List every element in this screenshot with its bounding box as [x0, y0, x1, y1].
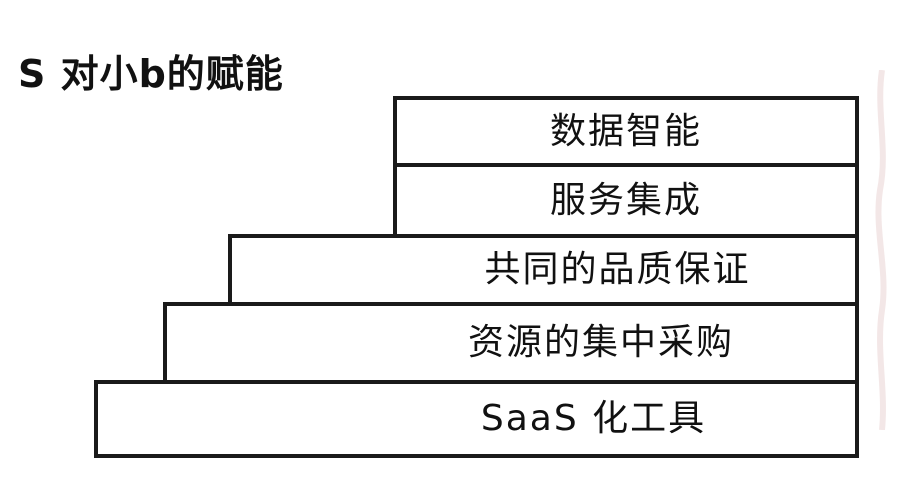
layer-label: SaaS 化工具	[480, 398, 707, 439]
decorative-edge-mark	[875, 70, 887, 430]
layer-label: 数据智能	[549, 110, 702, 152]
layer-service-integration: 服务集成	[393, 163, 859, 238]
layer-label: 共同的品质保证	[484, 249, 751, 290]
layer-saas-tools: SaaS 化工具	[94, 380, 859, 458]
layer-data-intelligence: 数据智能	[393, 96, 859, 167]
layer-label: 服务集成	[549, 179, 702, 221]
layer-centralized-procurement: 资源的集中采购	[163, 302, 859, 384]
layer-label: 资源的集中采购	[467, 322, 734, 363]
diagram-title: S 对小b的赋能	[18, 52, 284, 96]
layer-quality-assurance: 共同的品质保证	[228, 234, 859, 306]
